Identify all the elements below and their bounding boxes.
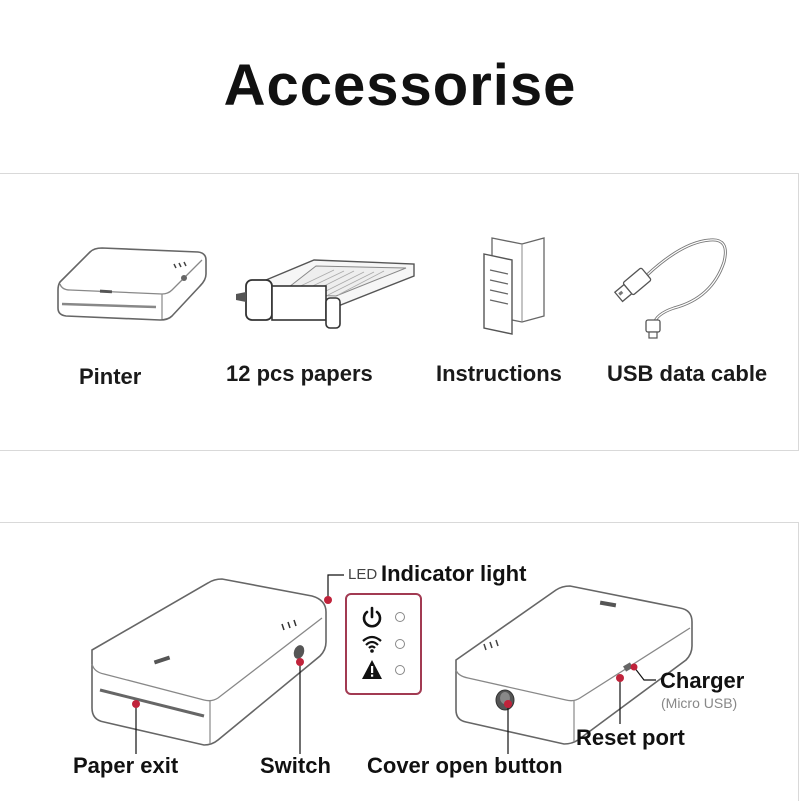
diagram-panel	[0, 522, 799, 801]
charger-label: Charger	[660, 668, 745, 693]
usb-cable-label: USB data cable	[607, 361, 768, 386]
printer-front-view	[91, 578, 327, 746]
printer-icon	[57, 247, 207, 321]
power-icon	[362, 606, 382, 628]
switch-label: Switch	[260, 753, 331, 778]
instructions-icon	[483, 237, 545, 335]
contents-panel	[0, 173, 799, 451]
led-label: LED	[348, 566, 378, 583]
cover-open-button-label: Cover open button	[367, 753, 563, 778]
indicator-light-label: Indicator light	[381, 561, 527, 586]
reset-port-label: Reset port	[576, 725, 685, 750]
papers-label: 12 pcs papers	[226, 361, 373, 386]
charger-sublabel: (Micro USB)	[661, 695, 738, 711]
page-title: Accessorise	[223, 53, 577, 118]
paper-exit-label: Paper exit	[73, 753, 179, 778]
instructions-label: Instructions	[436, 361, 562, 386]
led-indicator-panel	[345, 593, 422, 695]
wifi-icon	[362, 635, 382, 653]
warning-icon	[362, 660, 382, 679]
printer-back-view	[455, 585, 693, 745]
paper-cartridge-icon	[236, 259, 415, 329]
printer-label: Pinter	[79, 364, 142, 389]
usb-cable-icon	[613, 238, 727, 339]
